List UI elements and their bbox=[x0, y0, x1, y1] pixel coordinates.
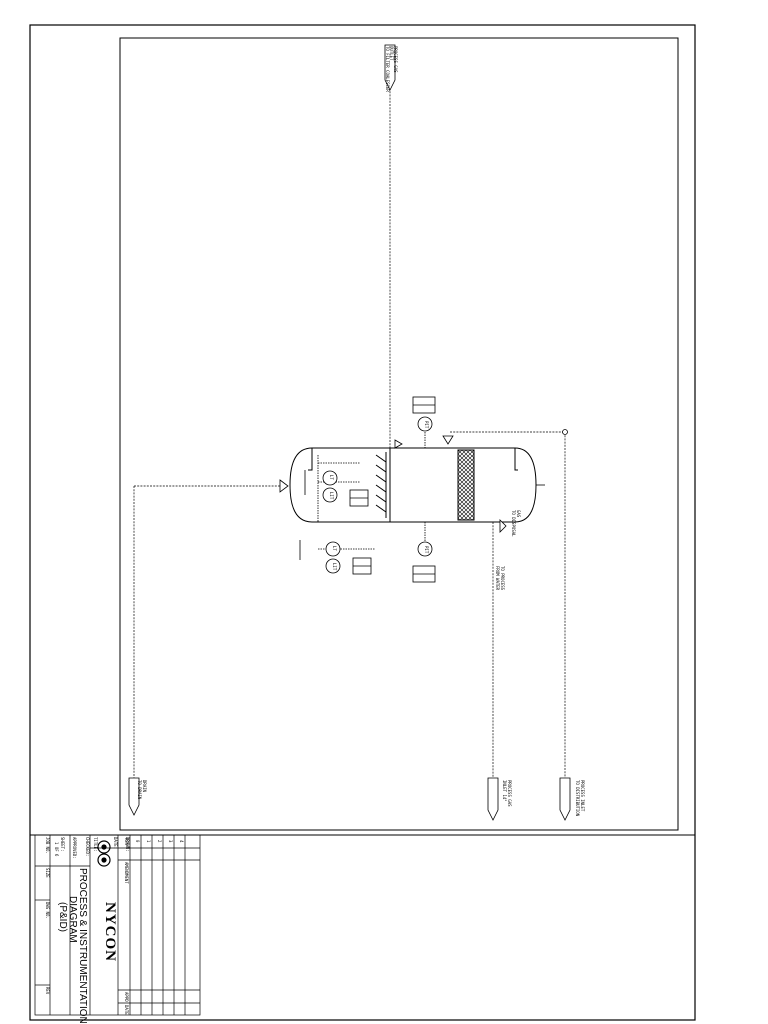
appd-header: APPD bbox=[124, 992, 129, 1002]
drain-label-2: TO DRAIN bbox=[137, 780, 142, 800]
date-label: DATE: bbox=[113, 837, 118, 850]
rev-header: REV bbox=[124, 838, 129, 846]
company-logo-text: NYCON bbox=[102, 902, 118, 962]
gas-inlet-label-2: INLET 14" bbox=[502, 780, 507, 802]
separator-vessel bbox=[289, 447, 537, 523]
process-lines bbox=[133, 88, 566, 780]
checked-label: CHECKED: bbox=[85, 837, 90, 857]
title-line-3: (P&ID) bbox=[57, 902, 68, 932]
lit-bubble-2 bbox=[325, 558, 341, 574]
gas-inlet-label-1: PROCESS GAS bbox=[507, 780, 512, 807]
mist-eliminator-pad bbox=[457, 449, 475, 521]
top-outlet-label-3: TO FILTER COALESCER bbox=[385, 46, 390, 92]
title-line-1: PROCESS & INSTRUMENTATION bbox=[77, 868, 88, 1024]
sheet-value: 1 OF 6 bbox=[54, 842, 59, 857]
pit-tag-bottom: PIT bbox=[424, 546, 429, 554]
lt-bubble-1 bbox=[322, 470, 338, 486]
valves bbox=[279, 429, 568, 533]
date-header: DATE bbox=[124, 1005, 129, 1015]
instrument-tap-icon bbox=[562, 429, 568, 435]
dwg-label: DWG NO. bbox=[45, 902, 50, 919]
lt-tag-2: LT bbox=[332, 546, 337, 551]
rev-number-3: 3 bbox=[168, 840, 173, 843]
lit-tag-1: LIT bbox=[329, 492, 334, 500]
title-label: TITLE: bbox=[93, 837, 98, 852]
drain-lower-label-1: TO PROCESS bbox=[500, 566, 505, 591]
inlet-header-label-1: PROCESS INLET bbox=[580, 780, 585, 812]
rev-number-2: 2 bbox=[157, 840, 162, 843]
rev-number-1: 1 bbox=[146, 840, 151, 843]
rev-number-4: 4 bbox=[179, 840, 184, 843]
sheet-outer-border bbox=[29, 24, 696, 1021]
drain-lower-label-2: FROM WATER bbox=[495, 566, 500, 591]
lit-bubble-1 bbox=[322, 487, 338, 503]
amendment-header: AMENDMENT bbox=[124, 862, 129, 884]
lt-bubble-2 bbox=[325, 541, 341, 557]
job-label: JOB NO. bbox=[45, 837, 50, 854]
lt-tag-1: LT bbox=[329, 475, 334, 480]
size-label: SIZE bbox=[45, 868, 50, 878]
lit-tag-2: LIT bbox=[332, 563, 337, 571]
bypass-label-1: GAS bbox=[516, 510, 521, 518]
inlet-header-label-2: TO DISTRIBUTION bbox=[575, 780, 580, 817]
inlet-header-connector bbox=[559, 777, 571, 821]
rev-label: REV bbox=[45, 987, 50, 995]
title-line-2: DIAGRAM bbox=[67, 896, 78, 943]
title-block-grid bbox=[34, 834, 201, 1016]
nycon-logo-icon bbox=[97, 840, 111, 867]
pressure-instrument-bottom bbox=[412, 522, 436, 583]
relief-valve-icon bbox=[279, 479, 289, 493]
drain-valve-icon bbox=[499, 519, 507, 533]
pit-bubble-top bbox=[417, 416, 433, 432]
level-instrument-group-upper bbox=[317, 455, 369, 522]
bypass-label-2: TO DISPOSAL bbox=[511, 510, 516, 537]
rev-number-0: 0 bbox=[135, 840, 140, 843]
drawing-area-border bbox=[119, 37, 679, 831]
approved-label: APPROVED: bbox=[72, 837, 77, 859]
nozzle-marks bbox=[299, 470, 545, 560]
pit-tag-top: PIT bbox=[424, 421, 429, 429]
funnel-icon bbox=[442, 435, 454, 445]
drain-connector bbox=[128, 777, 140, 816]
vent-valve-icon bbox=[394, 439, 403, 449]
drain-label-1: DRAIN bbox=[142, 780, 147, 793]
pit-bubble-bottom bbox=[417, 541, 433, 557]
sheet-label: SHEET: bbox=[60, 837, 65, 852]
off-page-connectors bbox=[128, 44, 571, 821]
level-instrument-group-lower bbox=[318, 541, 375, 575]
top-outlet-connector bbox=[384, 44, 396, 91]
pressure-instrument-top bbox=[412, 396, 436, 448]
gas-inlet-connector bbox=[487, 777, 499, 821]
